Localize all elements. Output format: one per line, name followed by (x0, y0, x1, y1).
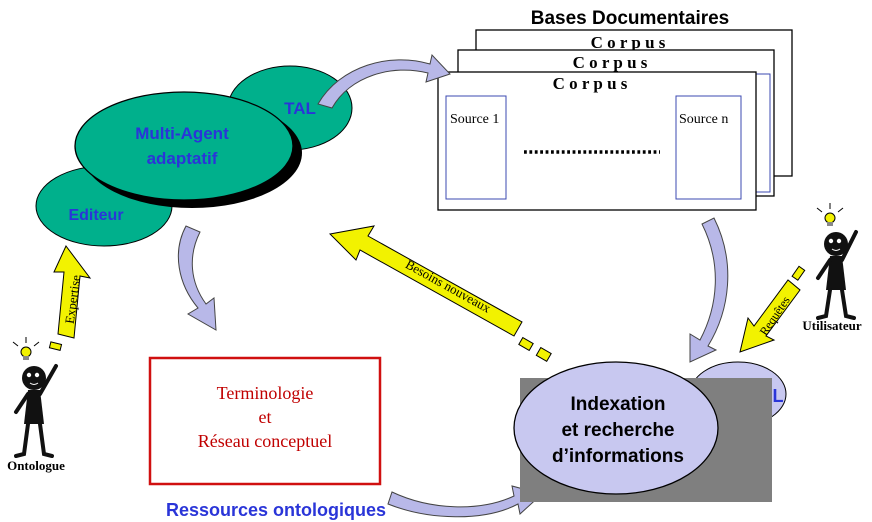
editeur-label: Editeur (68, 207, 123, 224)
ressources-caption: Ressources ontologiques (166, 500, 386, 520)
ressources-box (148, 356, 382, 486)
tal-label-bottom: L (773, 386, 784, 406)
expertise-arrow (53, 245, 92, 339)
utilisateur-figure: Utilisateur (802, 203, 862, 333)
ressources-line3: Réseau conceptuel (198, 431, 332, 451)
ontologue-label: Ontologue (7, 458, 65, 473)
expertise-label: Expertise (62, 274, 84, 325)
ressources-group: Terminologie et Réseau conceptuel Ressou… (148, 356, 386, 520)
indexation-line1: Indexation (570, 394, 665, 415)
besoins-nouveaux-label: Besoins nouveaux (403, 256, 494, 315)
multi-agent-label-line1: Multi-Agent (135, 124, 229, 143)
ontologue-person-icon (14, 364, 58, 458)
indexation-group: L Indexation et recherche d’informations (513, 361, 787, 502)
bases-documentaires-group: Bases Documentaires C o r p u s C o r p … (437, 8, 793, 211)
indexation-line2: et recherche (561, 420, 674, 441)
arrow-agent-to-ressources (177, 225, 217, 331)
indexation-ellipse (513, 361, 719, 495)
besoins-arrow-tail-block-1 (518, 336, 534, 352)
requetes-arrow-group: Requêtes (739, 265, 806, 353)
tal-label-top: TAL (284, 99, 316, 118)
bases-title: Bases Documentaires (531, 8, 730, 29)
arrow-ressources-to-indexation (387, 485, 544, 518)
flow-arrows-group (177, 53, 729, 518)
ressources-line2: et (259, 407, 272, 427)
arrow-tal-to-bases (317, 53, 451, 109)
source-1-panel (445, 95, 507, 200)
besoins-arrow-tail-block-2 (535, 346, 552, 363)
corpus-label-front: C o r p u s (553, 74, 628, 93)
source-n-panel (675, 95, 742, 200)
multi-agent-ellipse (74, 91, 294, 201)
expertise-arrow-group: Expertise (48, 245, 92, 351)
expertise-arrow-tail-block (48, 341, 63, 351)
corpus-label-back: C o r p u s (591, 33, 666, 52)
agents-group: TAL Editeur Multi-Agent adaptatif (35, 65, 353, 247)
requetes-arrow (739, 279, 801, 353)
besoins-arrow-group: Besoins nouveaux (328, 225, 552, 363)
utilisateur-label: Utilisateur (802, 318, 861, 333)
besoins-nouveaux-arrow (328, 225, 523, 337)
lightbulb-icon (12, 337, 40, 360)
ressources-line1: Terminologie (217, 383, 314, 403)
multi-agent-label-line2: adaptatif (147, 149, 218, 168)
indexation-line3: d’informations (552, 446, 684, 467)
source-n-label: Source n (679, 112, 728, 127)
ontologue-figure: Ontologue (7, 337, 65, 473)
corpus-label-mid: C o r p u s (573, 53, 648, 72)
lightbulb-icon (816, 203, 844, 226)
utilisateur-person-icon (816, 230, 858, 320)
arrow-bases-to-indexation (689, 217, 729, 363)
source-1-label: Source 1 (450, 112, 499, 127)
requetes-arrow-tail-block (791, 265, 806, 281)
